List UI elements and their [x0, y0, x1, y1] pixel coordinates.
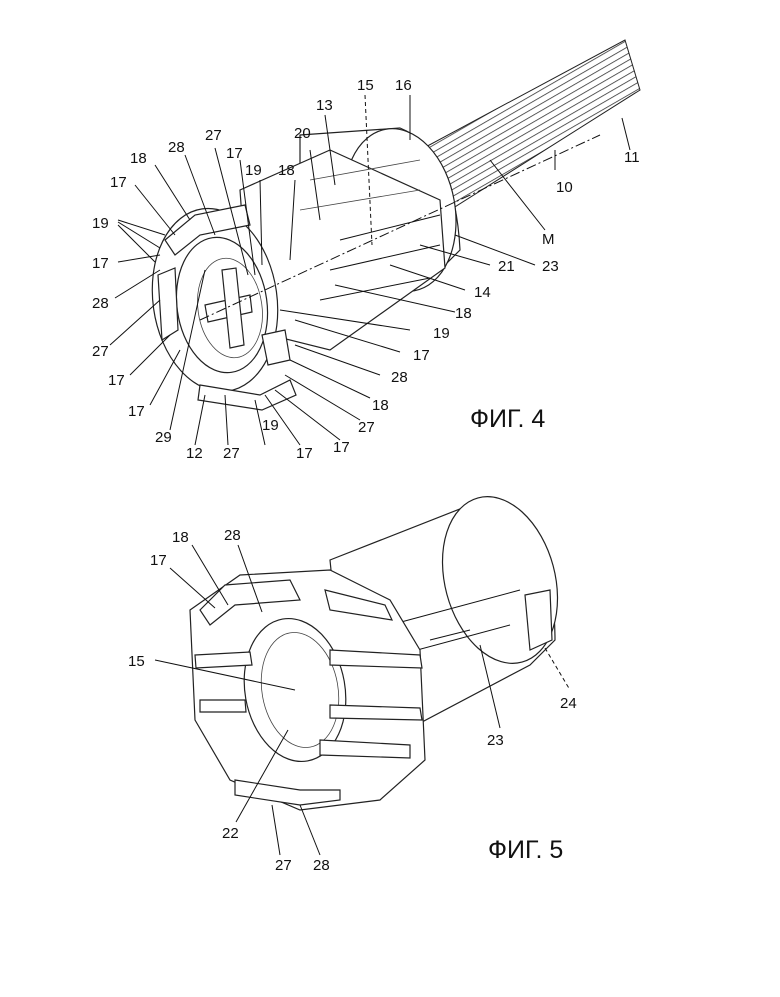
fig5-label-28a: 28: [224, 527, 241, 544]
fig5-label-22: 22: [222, 825, 239, 842]
fig4-label-13: 13: [316, 97, 333, 114]
fig4-label-19b: 19: [92, 215, 109, 232]
fig4-label-10: 10: [556, 179, 573, 196]
fig4-label-17b: 17: [333, 439, 350, 456]
fig5-label-24: 24: [560, 695, 577, 712]
fig5-label-15: 15: [128, 653, 145, 670]
fig4-label-19a: 19: [433, 325, 450, 342]
fig4-label-21: 21: [498, 258, 515, 275]
fig4-label-17d: 17: [128, 403, 145, 420]
fig4-label-15: 15: [357, 77, 374, 94]
fig4-label-17e: 17: [108, 372, 125, 389]
figure-4-caption: ФИГ. 4: [470, 405, 545, 433]
fig4-label-20: 20: [294, 125, 311, 142]
fig5-label-17: 17: [150, 552, 167, 569]
figure-5-drawing: [190, 484, 575, 810]
fig5-label-27: 27: [275, 857, 292, 874]
fig4-label-18b: 18: [372, 397, 389, 414]
fig4-label-28c: 28: [168, 139, 185, 156]
fig4-label-18a: 18: [455, 305, 472, 322]
figure-4-drawing: [141, 40, 640, 410]
fig4-label-M: M: [542, 231, 555, 248]
fig4-label-12: 12: [186, 445, 203, 462]
fig4-label-28b: 28: [92, 295, 109, 312]
fig4-label-27d: 27: [205, 127, 222, 144]
fig4-label-28a: 28: [391, 369, 408, 386]
fig4-label-16: 16: [395, 77, 412, 94]
fig4-label-19c: 19: [262, 417, 279, 434]
fig4-label-19d: 19: [245, 162, 262, 179]
fig5-label-18: 18: [172, 529, 189, 546]
fig4-label-18c: 18: [130, 150, 147, 167]
fig4-label-14: 14: [474, 284, 491, 301]
threaded-rod: [420, 40, 640, 210]
fig4-label-18d: 18: [278, 162, 295, 179]
fig4-label-23: 23: [542, 258, 559, 275]
fig5-label-23: 23: [487, 732, 504, 749]
fig4-label-17g: 17: [110, 174, 127, 191]
fig4-label-27b: 27: [223, 445, 240, 462]
fig4-label-11: 11: [624, 149, 640, 166]
fig4-label-17c: 17: [296, 445, 313, 462]
fig4-label-27a: 27: [358, 419, 375, 436]
fig5-label-28b: 28: [313, 857, 330, 874]
fig4-label-29: 29: [155, 429, 172, 446]
fig4-label-17a: 17: [413, 347, 430, 364]
figure-5-caption: ФИГ. 5: [488, 836, 563, 864]
fig4-label-17h: 17: [226, 145, 243, 162]
